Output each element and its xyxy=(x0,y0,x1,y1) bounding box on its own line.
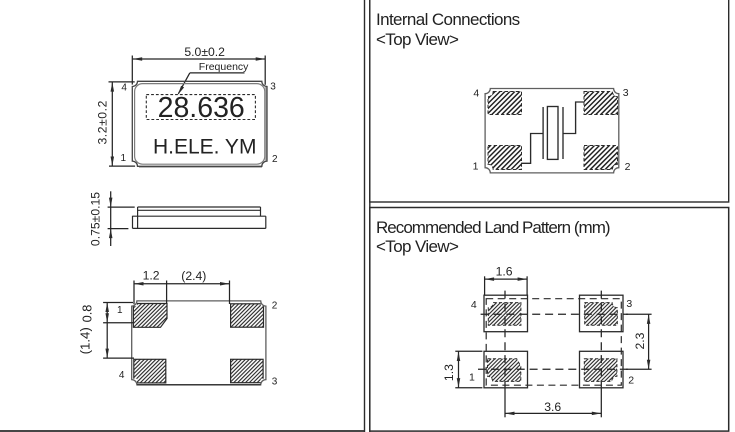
svg-text:4: 4 xyxy=(473,88,479,100)
svg-text:2: 2 xyxy=(628,375,634,387)
svg-text:1: 1 xyxy=(117,305,123,316)
svg-text:1.3: 1.3 xyxy=(442,364,456,381)
svg-text:(1.4): (1.4) xyxy=(77,327,92,354)
svg-text:<Top View>: <Top View> xyxy=(376,30,459,49)
svg-text:3.2±0.2: 3.2±0.2 xyxy=(96,100,110,144)
svg-text:2: 2 xyxy=(272,154,278,165)
svg-text:3: 3 xyxy=(270,81,276,92)
svg-text:1: 1 xyxy=(473,161,479,173)
svg-text:3: 3 xyxy=(272,377,278,388)
svg-text:Frequency: Frequency xyxy=(199,61,249,73)
svg-text:1.2: 1.2 xyxy=(143,269,160,283)
svg-text:3: 3 xyxy=(626,298,632,310)
svg-text:4: 4 xyxy=(471,299,477,311)
svg-text:(2.4): (2.4) xyxy=(181,269,206,283)
svg-text:1: 1 xyxy=(469,371,475,383)
svg-text:2: 2 xyxy=(625,161,631,173)
svg-text:0.8: 0.8 xyxy=(79,305,94,323)
svg-text:Internal Connections: Internal Connections xyxy=(376,10,520,29)
svg-text:Recommended Land Pattern (mm): Recommended Land Pattern (mm) xyxy=(376,218,610,237)
svg-text:1: 1 xyxy=(121,153,127,164)
svg-text:2.3: 2.3 xyxy=(633,332,647,349)
svg-text:2: 2 xyxy=(272,300,278,311)
svg-text:0.75±0.15: 0.75±0.15 xyxy=(89,192,103,246)
svg-text:4: 4 xyxy=(119,370,125,381)
svg-text:28.636: 28.636 xyxy=(158,92,245,124)
svg-text:3: 3 xyxy=(623,87,629,99)
svg-text:3.6: 3.6 xyxy=(544,400,561,414)
svg-text:1.6: 1.6 xyxy=(496,264,513,278)
svg-text:5.0±0.2: 5.0±0.2 xyxy=(184,45,225,59)
svg-text:4: 4 xyxy=(121,83,127,94)
svg-text:<Top View>: <Top View> xyxy=(376,237,459,256)
svg-text:H.ELE. YM: H.ELE. YM xyxy=(153,136,256,159)
